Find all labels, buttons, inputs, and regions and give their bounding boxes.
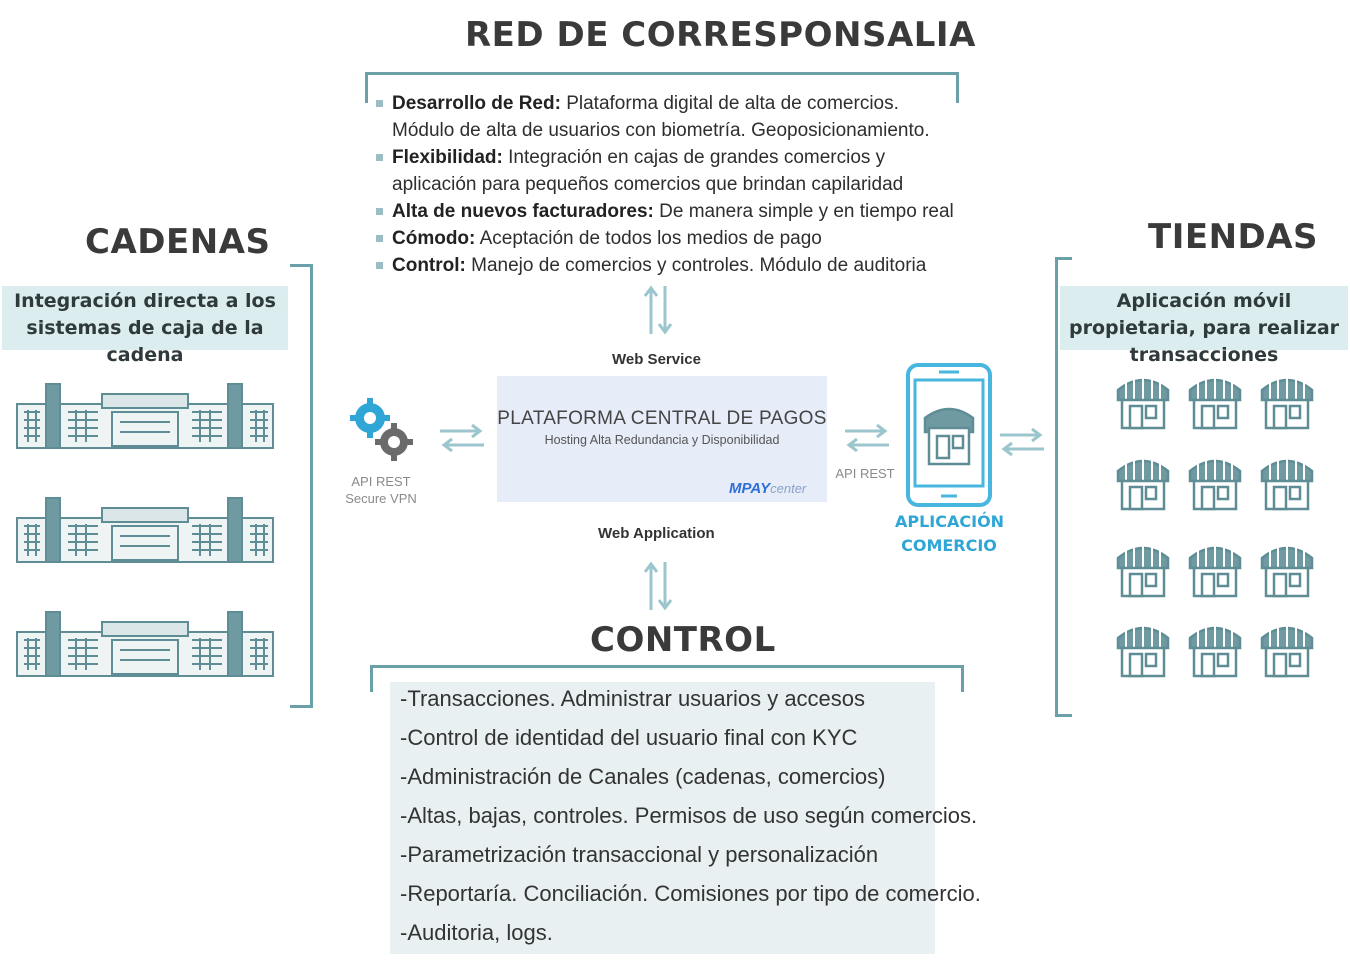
store-icon	[1260, 457, 1314, 511]
web-service-label: Web Service	[612, 351, 701, 368]
control-item: -Parametrización transaccional y persona…	[400, 842, 879, 867]
central-subtitle: Hosting Alta Redundancia y Disponibilida…	[544, 433, 780, 447]
store-icon	[1188, 376, 1242, 430]
store-icon	[1260, 544, 1314, 598]
control-item: -Administración de Canales (cadenas, com…	[400, 764, 886, 789]
red-feature-list: Desarrollo de Red: Plataforma digital de…	[376, 90, 956, 279]
secure-vpn-label: Secure VPN	[345, 491, 417, 506]
arrow-icon	[440, 424, 484, 452]
red-item: Flexibilidad: Integración en cajas de gr…	[376, 144, 956, 198]
control-box	[390, 682, 935, 954]
building-icon	[16, 611, 274, 677]
red-bracket	[365, 72, 959, 103]
tiendas-band: Aplicación móvil propietaria, para reali…	[1060, 286, 1348, 366]
central-platform: PLATAFORMA CENTRAL DE PAGOS Hosting Alta…	[497, 376, 827, 502]
smartphone-icon	[906, 363, 992, 507]
red-item: Desarrollo de Red: Plataforma digital de…	[376, 90, 956, 144]
control-item: -Altas, bajas, controles. Permisos de us…	[400, 803, 978, 828]
red-item: Control: Manejo de comercios y controles…	[376, 252, 956, 279]
store-icon	[1260, 624, 1314, 678]
gears-icon	[350, 398, 413, 461]
store-icon	[1116, 624, 1170, 678]
tiendas-bracket	[1055, 257, 1072, 717]
control-title: CONTROL	[590, 620, 776, 660]
app-label: APLICACIÓN COMERCIO	[895, 512, 1005, 555]
control-item: -Control de identidad del usuario final …	[400, 725, 858, 750]
cadenas-band: Integración directa a los sistemas de ca…	[2, 286, 288, 366]
control-item: -Reportaría. Conciliación. Comisiones po…	[400, 881, 981, 906]
control-item: -Transacciones. Administrar usuarios y a…	[400, 686, 866, 711]
tiendas-title: TIENDAS	[1148, 217, 1319, 257]
arrow-icon	[643, 561, 673, 611]
control-bracket	[370, 665, 964, 692]
mpay-logo: MPAYcenter	[729, 480, 807, 497]
store-icon	[1116, 544, 1170, 598]
cadenas-title: CADENAS	[85, 222, 271, 262]
cadenas-bracket	[290, 264, 313, 708]
store-icon	[1188, 624, 1242, 678]
arrow-icon	[643, 285, 673, 335]
api-rest-right-label: API REST	[835, 466, 895, 481]
store-icon	[1188, 457, 1242, 511]
arrow-icon	[1000, 428, 1044, 456]
red-item: Alta de nuevos facturadores: De manera s…	[376, 198, 956, 225]
building-icon	[16, 383, 274, 449]
store-icon	[1188, 544, 1242, 598]
store-icon	[1116, 376, 1170, 430]
store-icon	[1116, 457, 1170, 511]
central-title: PLATAFORMA CENTRAL DE PAGOS	[497, 408, 827, 429]
control-item: -Auditoria, logs.	[400, 920, 553, 945]
arrow-icon	[845, 424, 889, 452]
store-icon	[1260, 376, 1314, 430]
api-rest-left-label: API REST	[351, 474, 411, 489]
red-item: Cómodo: Aceptación de todos los medios d…	[376, 225, 956, 252]
web-application-label: Web Application	[598, 525, 715, 542]
red-title: RED DE CORRESPONSALIA	[465, 15, 976, 55]
building-icon	[16, 497, 274, 563]
